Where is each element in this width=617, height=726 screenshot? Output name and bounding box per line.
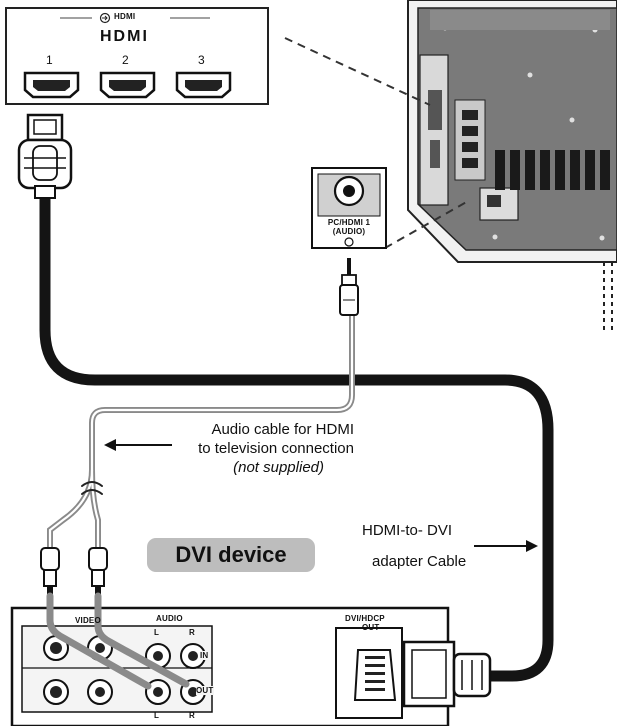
adapter-note-line2: adapter Cable: [372, 553, 467, 570]
callout-line-hdmi: [284, 37, 431, 106]
audio-label: AUDIO: [156, 614, 183, 623]
arrow-right-icon: [474, 540, 538, 552]
hdmi-to-dvi-cable: [39, 184, 554, 682]
mini-plug: [339, 258, 359, 316]
s-video-in-jack: [43, 635, 69, 661]
hdmi-port-2: [99, 71, 156, 99]
pc-hdmi-audio-jack: [311, 167, 387, 249]
video-label: VIDEO: [75, 616, 101, 625]
rca-plug-left: [40, 547, 60, 596]
audio-jack-arrow-icon: [344, 237, 354, 247]
hdmi-port-2-label: 2: [122, 53, 129, 67]
audio-r-bottom-label: R: [189, 711, 195, 720]
dvi-device-label: DVI device: [175, 542, 287, 567]
audio-r-top-label: R: [189, 628, 195, 637]
hdmi-port-1: [23, 71, 80, 99]
audio-jack-label-line2: (AUDIO): [332, 227, 366, 236]
video-out-jack: [87, 679, 113, 705]
audio-cable-note-line2: to television connection: [198, 440, 354, 457]
tv-rear-panel: [407, 0, 617, 330]
s-video-out-jack: [43, 679, 69, 705]
rca-plug-right: [88, 547, 108, 596]
audio-l-out-jack: [145, 679, 171, 705]
hdmi-plug: [17, 113, 73, 199]
audio-cable-note-line3: (not supplied): [233, 459, 324, 476]
audio-cable: [47, 309, 355, 551]
hdmi-panel-header: HDMI: [114, 12, 136, 21]
hdmi-port-3-label: 3: [198, 53, 205, 67]
dvi-device-badge: [147, 538, 315, 572]
audio-cable-note-line1: Audio cable for HDMI: [211, 421, 354, 438]
dvi-out-port: [335, 627, 403, 719]
arrow-left-icon: [104, 439, 172, 451]
dvi-label-line1: DVI/HDCP: [345, 614, 385, 623]
hdmi-port-1-label: 1: [46, 53, 53, 67]
audio-jack-label-line1: PC/HDMI 1: [327, 218, 371, 227]
audio-l-bottom-label: L: [154, 711, 160, 720]
rca-leads: [46, 592, 190, 690]
out-label: OUT: [196, 686, 214, 695]
hdmi-port-3: [175, 71, 232, 99]
callout-line-audio: [384, 199, 471, 249]
in-label: IN: [200, 651, 209, 660]
dvi-label-line2: OUT: [362, 623, 380, 632]
dvi-plug: [402, 640, 492, 708]
adapter-note-line1: HDMI-to- DVI: [362, 522, 452, 539]
hdmi-logo: HDMI: [100, 28, 149, 45]
input-arrow-icon: [99, 12, 111, 24]
audio-l-top-label: L: [154, 628, 160, 637]
